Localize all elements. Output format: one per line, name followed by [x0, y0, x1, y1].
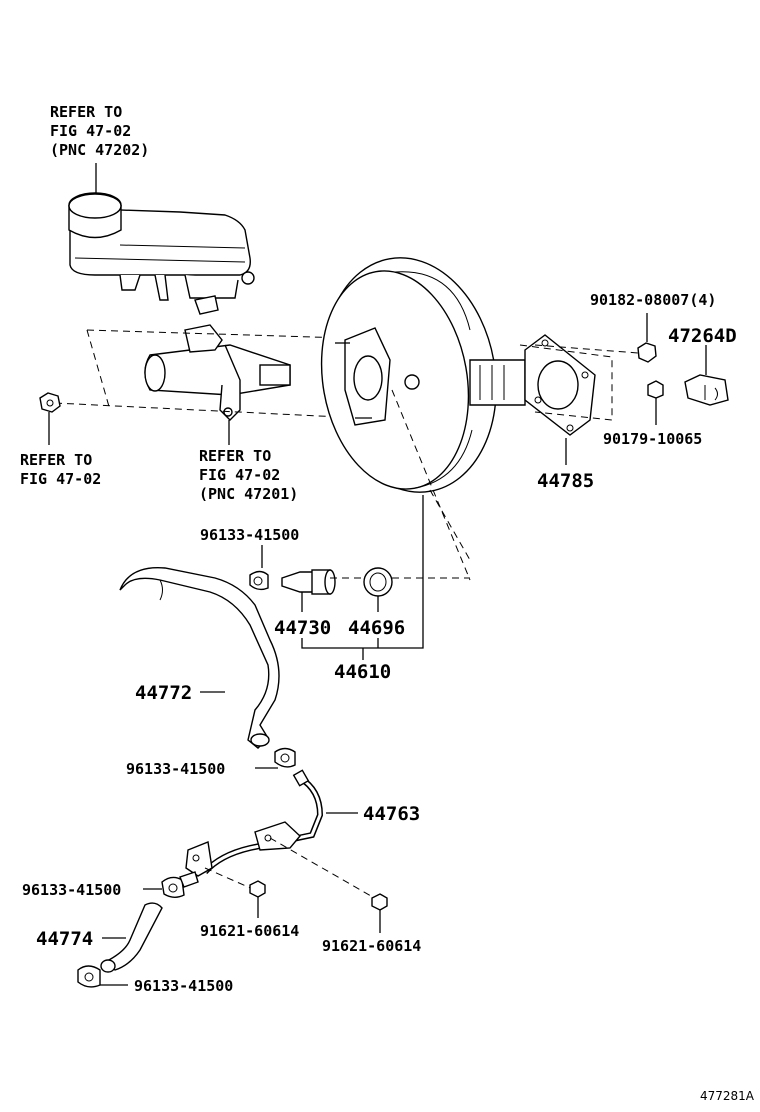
dash-line-left: [86, 329, 111, 411]
clamp-c: [161, 871, 199, 898]
refer-mc-line1: REFER TO: [199, 447, 271, 465]
pipe-44763: [185, 769, 324, 877]
dash-plate-box: [519, 344, 613, 421]
label-44696: 44696: [348, 617, 405, 639]
label-refer-master-cylinder: REFER TO FIG 47-02 (PNC 47201): [199, 447, 298, 503]
label-44610: 44610: [334, 661, 391, 683]
label-44785: 44785: [537, 470, 594, 492]
nut-left: [39, 392, 61, 413]
label-refer-nut: REFER TO FIG 47-02: [20, 451, 101, 488]
refer-mc-line2: FIG 47-02: [199, 466, 280, 484]
refer-reservoir-line2: FIG 47-02: [50, 122, 131, 140]
label-90179-10065: 90179-10065: [603, 430, 702, 448]
gasket-plate: [524, 334, 596, 436]
label-96133-41500-d: 96133-41500: [134, 977, 233, 995]
dash-line-lower: [54, 402, 361, 419]
figure-id: 477281A: [700, 1089, 755, 1103]
dash-bolt-b: [269, 837, 379, 901]
hose-44774: [100, 902, 163, 973]
refer-reservoir-line3: (PNC 47202): [50, 141, 149, 159]
refer-nut-line2: FIG 47-02: [20, 470, 101, 488]
label-91621-60614-b: 91621-60614: [322, 937, 421, 955]
collar-90179: [647, 380, 664, 399]
dash-line-booster-check: [391, 389, 471, 581]
brake-booster: [320, 257, 526, 493]
bolt-91621-a: [249, 880, 266, 898]
dash-nut: [534, 344, 639, 354]
nut-90182: [637, 342, 657, 363]
grommet-44696: [363, 567, 393, 597]
check-valve-44730: [281, 569, 336, 595]
label-47264d: 47264D: [668, 325, 737, 347]
label-refer-reservoir: REFER TO FIG 47-02 (PNC 47202): [50, 103, 149, 159]
reservoir-tank: [68, 192, 255, 301]
refer-mc-line3: (PNC 47201): [199, 485, 298, 503]
hose-44772: [119, 566, 280, 749]
dash-bolt-a: [204, 867, 256, 891]
label-90182-08007: 90182-08007(4): [590, 291, 716, 309]
label-44730: 44730: [274, 617, 331, 639]
label-44763: 44763: [363, 803, 420, 825]
label-44774: 44774: [36, 928, 93, 950]
label-96133-41500-c: 96133-41500: [22, 881, 121, 899]
label-96133-41500-b: 96133-41500: [126, 760, 225, 778]
refer-reservoir-line1: REFER TO: [50, 103, 122, 121]
master-cylinder: [144, 295, 291, 421]
label-91621-60614-a: 91621-60614: [200, 922, 299, 940]
clamp-b: [274, 747, 296, 768]
clip-47264d: [684, 374, 729, 406]
clamp-d: [77, 965, 101, 988]
bolt-91621-b: [371, 893, 388, 911]
label-96133-41500-a: 96133-41500: [200, 526, 299, 544]
refer-nut-line1: REFER TO: [20, 451, 92, 469]
dash-line-booster-check2: [429, 489, 471, 561]
clamp-upper: [249, 570, 269, 591]
label-44772: 44772: [135, 682, 192, 704]
